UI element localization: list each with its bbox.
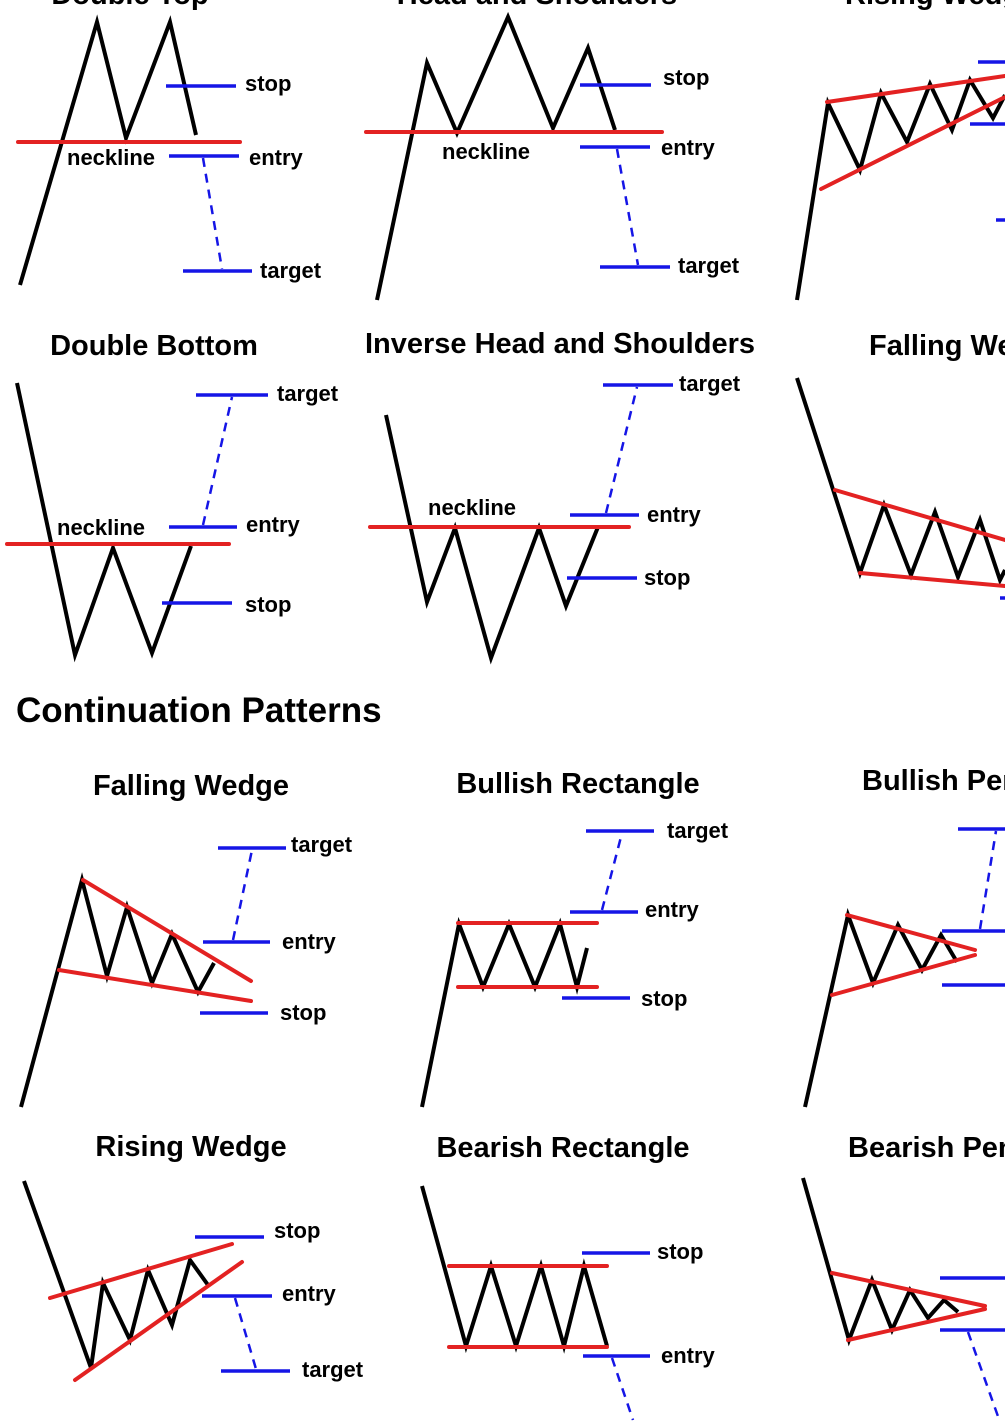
pattern-title: Rising Wedge xyxy=(845,0,1005,11)
entry-label: entry xyxy=(246,512,301,537)
stop-label: stop xyxy=(245,592,291,617)
pattern-title: Inverse Head and Shoulders xyxy=(365,328,755,360)
pattern-title: Bullish Rectangle xyxy=(456,768,699,800)
pattern-title: Bullish Pennant xyxy=(862,765,1005,797)
price-line xyxy=(384,414,600,665)
price-line xyxy=(420,916,589,1108)
stop-label: stop xyxy=(657,1239,703,1264)
target-projection xyxy=(610,1357,635,1421)
upper-trend-line xyxy=(81,878,253,983)
price-line xyxy=(22,1180,210,1369)
bullish-pennant-panel: Bullish Pennant xyxy=(803,765,1005,1108)
falling-wedge-panel: Falling Wedge xyxy=(795,330,1005,600)
head-and-shoulders-panel: Head and Shoulders stop entry target nec… xyxy=(364,0,740,301)
target-label: target xyxy=(260,258,322,283)
target-label: target xyxy=(291,832,353,857)
upper-trend-line xyxy=(825,74,1005,104)
target-projection xyxy=(978,830,998,930)
upper-trend-line xyxy=(48,1242,234,1300)
target-label: target xyxy=(277,381,339,406)
neckline-label: neckline xyxy=(442,139,530,164)
pattern-title: Falling Wedge xyxy=(93,770,289,802)
entry-label: entry xyxy=(647,502,702,527)
lower-trend-line xyxy=(858,571,1005,588)
bearish-rectangle-panel: Bearish Rectangle stop entry xyxy=(420,1132,716,1421)
target-projection xyxy=(201,396,234,526)
price-line xyxy=(18,14,198,286)
price-line xyxy=(803,907,959,1108)
stop-label: stop xyxy=(644,565,690,590)
price-line xyxy=(420,1185,609,1354)
price-line xyxy=(19,872,216,1108)
lower-trend-line xyxy=(57,968,253,1003)
target-projection xyxy=(233,1297,258,1370)
target-projection xyxy=(966,1331,1002,1422)
pattern-title: Double Bottom xyxy=(50,330,258,362)
lower-trend-line xyxy=(73,1260,244,1382)
entry-label: entry xyxy=(282,1281,337,1306)
upper-trend-line xyxy=(830,1271,987,1308)
target-projection xyxy=(604,386,639,514)
upper-trend-line xyxy=(833,488,1005,542)
target-projection xyxy=(201,157,224,270)
stop-label: stop xyxy=(274,1218,320,1243)
neckline-label: neckline xyxy=(67,145,155,170)
pattern-title: Bearish Rectangle xyxy=(436,1132,689,1164)
double-top-panel: Double Top stop entry target neckline xyxy=(16,0,322,286)
neckline-label: neckline xyxy=(428,495,516,520)
stop-label: stop xyxy=(663,65,709,90)
falling-wedge-continuation-panel: Falling Wedge target entry stop xyxy=(19,770,353,1108)
pattern-title: Double Top xyxy=(51,0,208,11)
entry-label: entry xyxy=(249,145,304,170)
pattern-title: Bearish Pennant xyxy=(848,1132,1005,1164)
target-label: target xyxy=(679,371,741,396)
double-bottom-panel: Double Bottom target entry stop neckline xyxy=(5,330,339,663)
lower-trend-line xyxy=(819,95,1005,191)
price-line xyxy=(795,377,1005,586)
upper-trend-line xyxy=(845,913,977,952)
entry-label: entry xyxy=(661,135,716,160)
price-line xyxy=(801,1177,960,1347)
entry-label: entry xyxy=(282,929,337,954)
target-projection xyxy=(615,148,640,266)
pattern-title: Falling Wedge xyxy=(869,330,1005,362)
stop-label: stop xyxy=(641,986,687,1011)
entry-label: entry xyxy=(645,897,700,922)
neckline-label: neckline xyxy=(57,515,145,540)
pattern-title: Rising Wedge xyxy=(95,1131,286,1163)
bullish-rectangle-panel: Bullish Rectangle target entry stop xyxy=(420,768,729,1108)
target-label: target xyxy=(667,818,729,843)
price-line xyxy=(795,75,1005,301)
target-label: target xyxy=(678,253,740,278)
target-projection xyxy=(231,849,254,941)
target-projection xyxy=(600,832,624,911)
stop-label: stop xyxy=(280,1000,326,1025)
rising-wedge-panel: Rising Wedge xyxy=(795,0,1005,301)
lower-trend-line xyxy=(846,1307,987,1342)
entry-label: entry xyxy=(661,1343,716,1368)
stop-label: stop xyxy=(245,71,291,96)
lower-trend-line xyxy=(830,953,977,997)
target-label: target xyxy=(302,1357,364,1382)
price-line xyxy=(375,11,617,301)
bearish-pennant-panel: Bearish Pennant xyxy=(801,1132,1005,1422)
pattern-title: Head and Shoulders xyxy=(397,0,677,11)
inverse-head-and-shoulders-panel: Inverse Head and Shoulders target entry … xyxy=(365,328,755,665)
rising-wedge-continuation-panel: Rising Wedge stop entry target xyxy=(22,1131,364,1382)
section-title: Continuation Patterns xyxy=(16,691,382,730)
price-line xyxy=(15,382,193,663)
